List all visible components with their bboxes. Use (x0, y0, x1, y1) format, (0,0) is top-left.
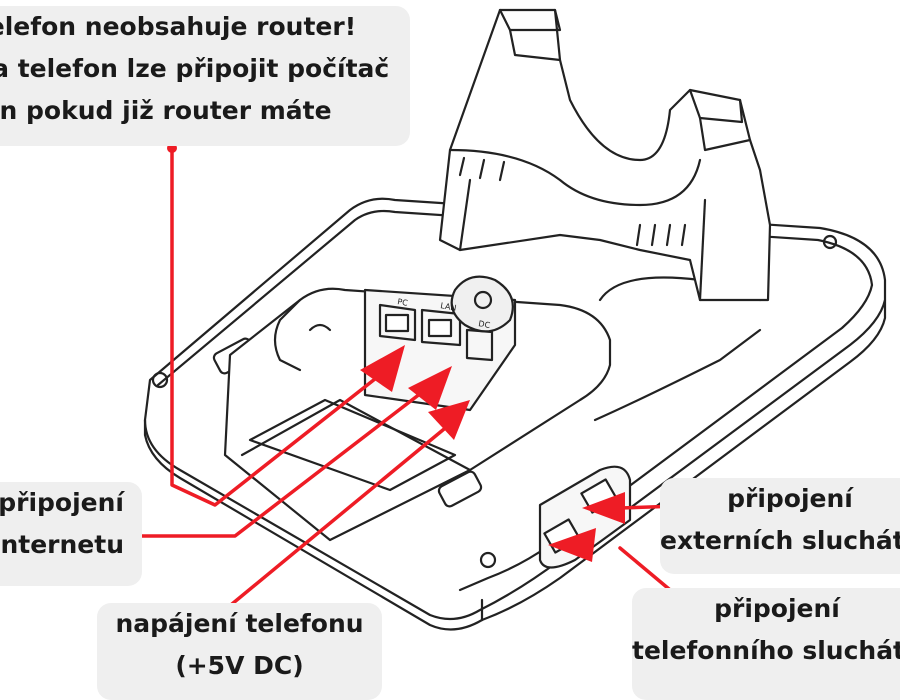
external-handset-line-1: připojení (727, 484, 853, 513)
internet-connection-box: připojení internetu (0, 482, 142, 586)
phone-handset-box: připojení telefonního sluchátka (632, 588, 900, 700)
handset-cradle (438, 8, 772, 302)
arrowhead-phone-handset (548, 528, 596, 562)
arrowhead-lan (408, 366, 452, 410)
arrowhead-dc (428, 400, 470, 440)
external-handset-line-2: externích sluchátek (660, 526, 900, 555)
internet-line-2: internetu (0, 530, 124, 559)
phone-handset-line-2: telefonního sluchátka (632, 636, 900, 665)
internet-leader-line (116, 388, 427, 538)
external-handset-box: připojení externích sluchátek (660, 478, 900, 574)
arrowhead-external-handset (582, 492, 625, 524)
power-line-2: (+5V DC) (175, 651, 304, 680)
port-label-pc: PC (397, 297, 409, 308)
arrowhead-pc (360, 345, 405, 392)
router-note-box: Telefon neobsahuje router! Za telefon lz… (0, 6, 410, 146)
router-leader-line (170, 146, 382, 507)
internet-line-1: připojení (0, 488, 124, 517)
power-supply-box: napájení telefonu (+5V DC) (97, 603, 382, 700)
power-line-1: napájení telefonu (115, 609, 364, 638)
power-leader-line (230, 418, 457, 606)
port-label-dc: DC (478, 319, 492, 330)
router-note-line-2: Za telefon lze připojit počítač (0, 54, 390, 83)
router-note-line-1: Telefon neobsahuje router! (0, 12, 357, 41)
phone-handset-line-1: připojení (714, 594, 840, 623)
port-label-lan: LAN (440, 301, 457, 313)
router-note-line-3: jen pokud již router máte (0, 96, 332, 125)
